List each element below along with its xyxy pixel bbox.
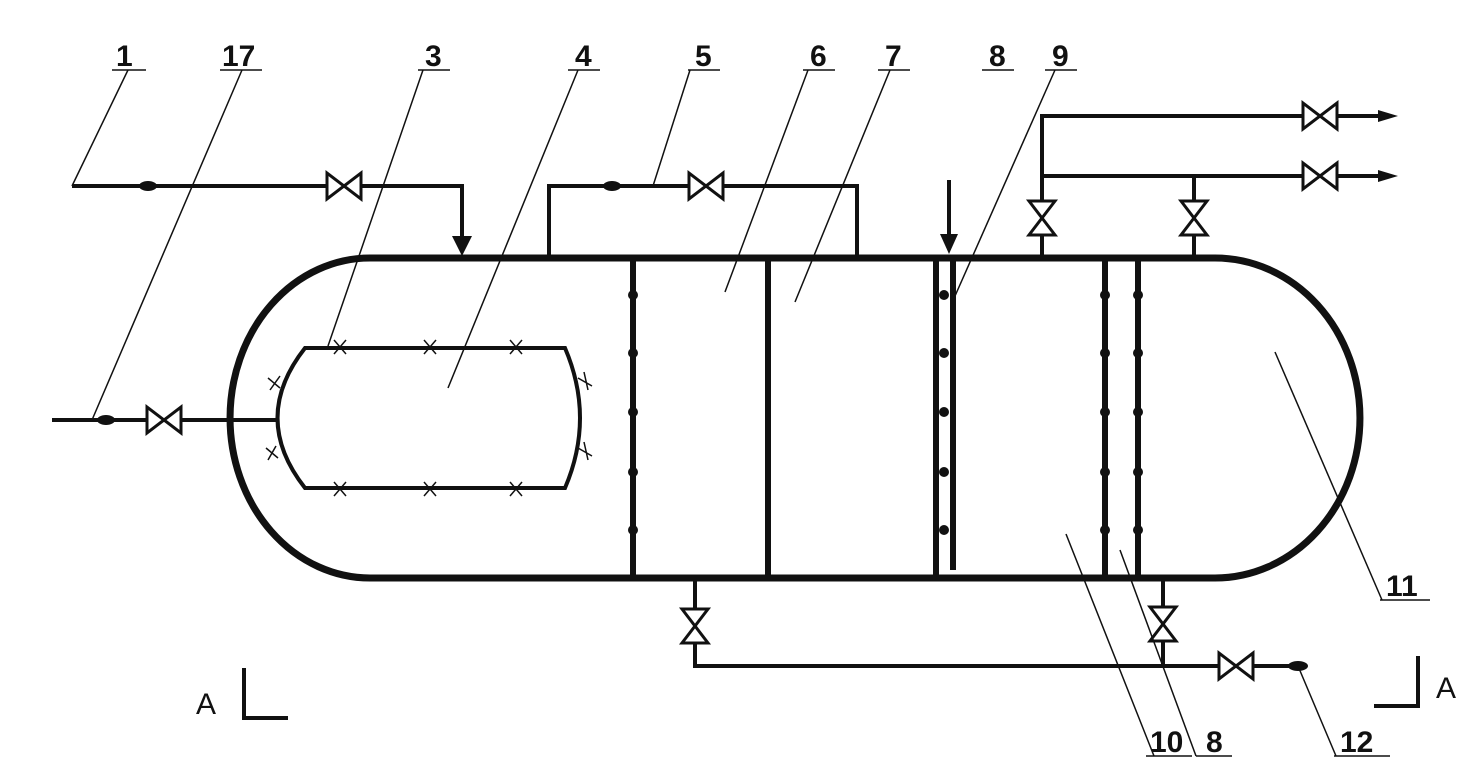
valve-outlet-upper[interactable]	[1301, 101, 1339, 131]
section-bracket-left	[242, 668, 288, 720]
label-1: 1	[116, 40, 133, 73]
valve-5[interactable]	[687, 171, 725, 201]
bypass-pipe-5	[547, 184, 859, 258]
section-bracket-right	[1374, 656, 1420, 708]
label-3: 3	[425, 40, 442, 73]
label-11: 11	[1386, 570, 1418, 603]
valve-drain-right[interactable]	[1148, 605, 1178, 643]
valve-drain-left[interactable]	[680, 607, 710, 645]
label-9: 9	[1052, 40, 1069, 73]
flow-marker-5	[603, 181, 621, 191]
section-mark-left: A	[196, 688, 216, 721]
label-4: 4	[575, 40, 592, 73]
inner-chamber	[275, 346, 582, 490]
outlet-arrow-upper	[1378, 110, 1398, 122]
inner-chamber-nozzles	[265, 339, 593, 497]
flow-marker-17	[97, 415, 115, 425]
valve-17[interactable]	[145, 405, 183, 435]
label-8-top: 8	[989, 40, 1006, 73]
section-mark-right: A	[1436, 672, 1456, 705]
drain-pipe-12	[693, 578, 1306, 668]
label-12: 12	[1340, 726, 1373, 759]
inlet-arrow-8	[940, 234, 958, 254]
valve-1[interactable]	[325, 171, 363, 201]
label-8-bottom: 8	[1206, 726, 1223, 759]
inlet-arrow-1	[452, 236, 472, 256]
label-7: 7	[885, 40, 902, 73]
flow-marker-1	[139, 181, 157, 191]
leader-lines	[71, 69, 1383, 757]
label-underlines	[112, 69, 1430, 757]
inlet-pipe-1	[72, 184, 464, 240]
label-5: 5	[695, 40, 712, 73]
label-17: 17	[222, 40, 255, 73]
valve-drain-outlet[interactable]	[1217, 651, 1255, 681]
label-10: 10	[1150, 726, 1183, 759]
vessel-shell	[226, 254, 1364, 582]
outlet-arrow-lower	[1378, 170, 1398, 182]
label-6: 6	[810, 40, 827, 73]
partition-studs	[628, 290, 1143, 535]
valve-riser-right[interactable]	[1179, 199, 1209, 237]
valve-riser-left[interactable]	[1027, 199, 1057, 237]
valve-outlet-lower[interactable]	[1301, 161, 1339, 191]
